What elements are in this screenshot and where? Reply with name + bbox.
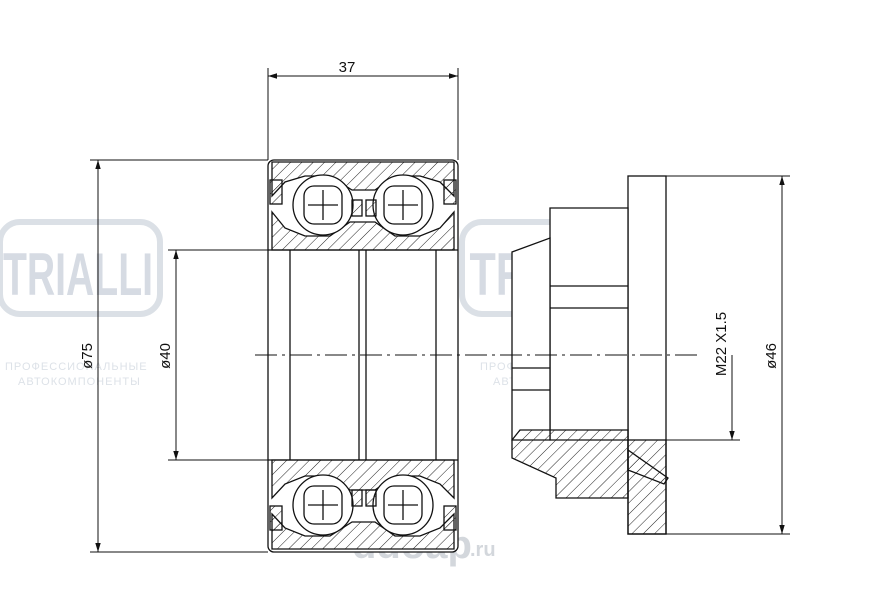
seal-top-right [443,179,457,205]
ball-top-right [372,174,434,236]
logo-frame-left [0,219,163,317]
cage-bottom-left [351,489,363,507]
seal-bottom-left [269,505,283,531]
logo-text-left: TRIALLI [3,241,153,308]
cage-top-right [365,199,377,217]
dimensions [90,68,790,553]
bearing-section [267,159,459,553]
cage-top-left [351,199,363,217]
outer-ring-bottom [271,512,455,550]
ball-bottom-left [292,474,354,536]
ball-top-left [292,174,354,236]
dim-inner-label: ø40 [157,343,174,369]
ball-bottom-right [372,474,434,536]
seal-bottom-right [443,505,457,531]
hub-part [511,175,669,535]
dim-flange-label: ø46 [763,343,780,369]
tagline-line2-left: АВТОКОМПОНЕНТЫ [18,376,141,388]
dim-width-label: 37 [339,59,356,76]
tagline-line1-left: ПРОФЕССИОНАЛЬНЫЕ [5,361,148,373]
hub-section-hatched [511,429,629,499]
site-tld: .ru [470,539,496,561]
cage-bottom-right [365,489,377,507]
boss [549,207,629,441]
bearing-outer-body [267,159,459,553]
seal-top-left [269,179,283,205]
hub-lip [627,448,669,485]
dim-outer-label: ø75 [79,343,96,369]
dim-thread-label: M22 X1.5 [713,312,730,376]
neck [511,237,551,441]
